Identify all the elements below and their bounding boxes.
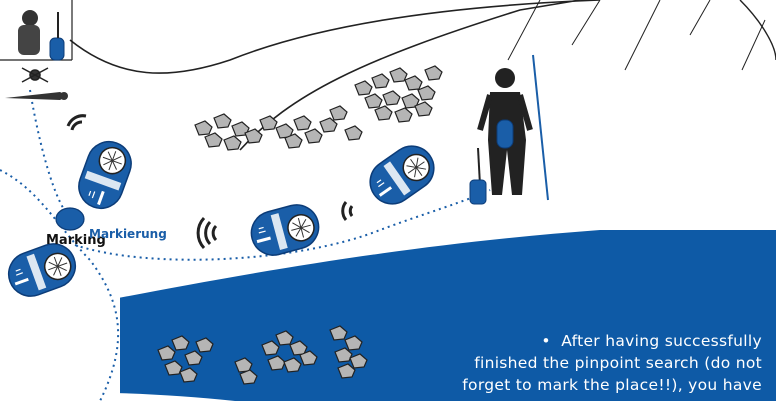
search-path-1 — [30, 90, 68, 215]
avalanche-transceiver-icon — [246, 200, 323, 260]
rock-cluster-2 — [355, 66, 442, 122]
direction-arrows-icon — [22, 68, 48, 82]
caption-line-2: finished the pinpoint search (do not — [402, 352, 762, 374]
caption-line-1-text: After having successfully — [561, 332, 762, 350]
markierung-label: Markierung — [89, 227, 167, 241]
probe-icon — [533, 55, 548, 200]
caption-line-3: forget to mark the place!!), you have — [402, 374, 762, 396]
avalanche-transceiver-icon — [362, 137, 443, 212]
rescuer-figure-icon — [480, 68, 530, 195]
buried-person-icon — [5, 92, 68, 100]
marker-disk-icon — [56, 208, 84, 230]
slope-right-edge — [740, 0, 776, 60]
shovel-icon — [470, 148, 486, 204]
caption-text: • After having successfully finished the… — [402, 330, 762, 396]
avalanche-transceiver-icon — [73, 136, 138, 215]
rescuer-figure-icon — [18, 10, 40, 55]
rock-cluster-1 — [195, 106, 362, 150]
bullet-icon: • — [541, 332, 550, 350]
legend-icon-box — [0, 0, 72, 100]
caption-line-1: • After having successfully — [402, 330, 762, 352]
avalanche-transceiver-icon — [50, 12, 64, 60]
